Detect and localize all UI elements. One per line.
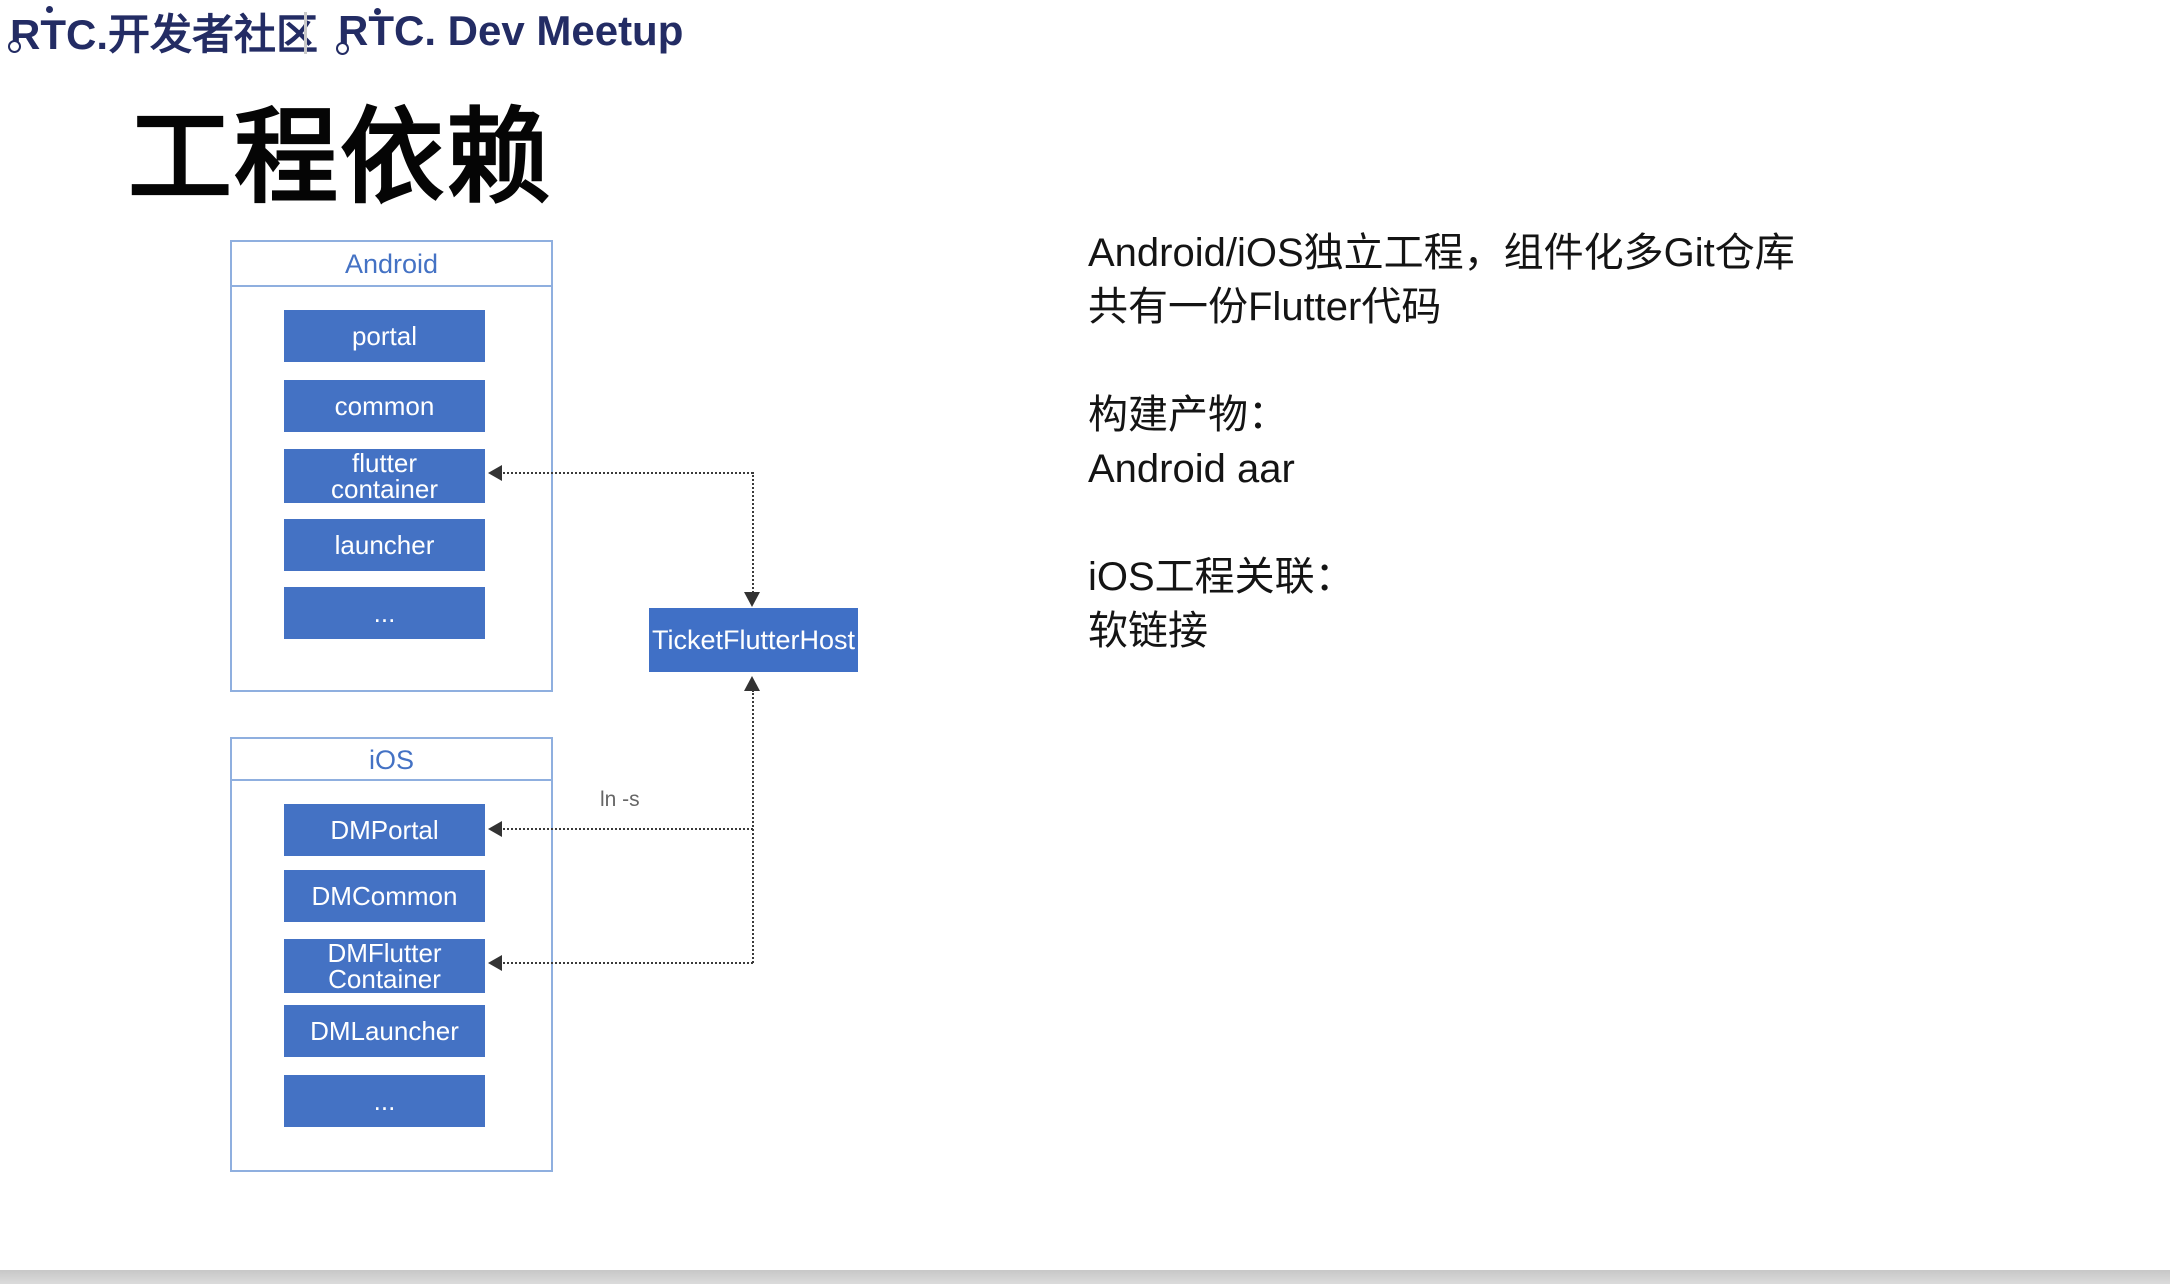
connector-host-to-flutter-container [496, 472, 753, 474]
android-module-portal: portal [284, 310, 485, 362]
android-box-header: Android [232, 242, 551, 287]
rtc-logo-dot-decoration-2 [374, 8, 381, 15]
page-title: 工程依赖 [128, 100, 553, 216]
rtc-logo-ring-decoration-2 [336, 42, 349, 55]
ios-project-box: iOS DMPortal DMCommon DMFlutter Containe… [230, 737, 553, 1172]
ios-module-dmflutter-container: DMFlutter Container [284, 939, 485, 993]
android-project-box: Android portal common flutter container … [230, 240, 553, 692]
ios-module-dmlauncher: DMLauncher [284, 1005, 485, 1057]
arrowhead-into-flutter-container-icon [488, 465, 502, 481]
note-line-blank-2 [1088, 496, 1795, 550]
ios-module-dmcommon: DMCommon [284, 870, 485, 922]
ticketflutterhost-box: TicketFlutterHost [649, 608, 858, 672]
arrowhead-into-dmportal-icon [488, 821, 502, 837]
rtc-dev-meetup-logo: RTC. Dev Meetup [338, 7, 684, 54]
logo-divider [304, 12, 307, 54]
arrowhead-into-host-bottom-icon [744, 676, 760, 691]
notes-text: Android/iOS独立工程，组件化多Git仓库 共有一份Flutter代码 … [1088, 226, 1795, 658]
connector-host-top-vertical [752, 472, 754, 600]
note-line-blank-1 [1088, 334, 1795, 388]
note-line-5: iOS工程关联： [1088, 555, 1355, 599]
bottom-gray-bar [0, 1270, 2170, 1284]
android-module-ellipsis: ... [284, 587, 485, 639]
connector-host-to-dmflutter-container [496, 962, 753, 964]
arrowhead-into-dmflutter-container-icon [488, 955, 502, 971]
connector-host-to-dmportal [496, 828, 753, 830]
note-line-2: 共有一份Flutter代码 [1088, 285, 1442, 329]
arrowhead-into-host-top-icon [744, 592, 760, 607]
ios-module-dmportal: DMPortal [284, 804, 485, 856]
note-line-6: 软链接 [1088, 609, 1208, 653]
rtc-logo-ring-decoration [8, 40, 21, 53]
ios-box-header: iOS [232, 739, 551, 781]
note-line-1: Android/iOS独立工程，组件化多Git仓库 [1088, 231, 1795, 275]
rtc-community-logo: RTC.开发者社区 [10, 10, 318, 58]
android-module-launcher: launcher [284, 519, 485, 571]
connector-host-bottom-vertical [752, 690, 754, 963]
android-module-flutter-container: flutter container [284, 449, 485, 503]
android-module-common: common [284, 380, 485, 432]
ln-s-label: ln -s [600, 788, 640, 811]
note-line-3: 构建产物： [1088, 393, 1288, 437]
note-line-4: Android aar [1088, 447, 1295, 491]
rtc-logo-dot-decoration [46, 6, 53, 13]
ios-module-ellipsis: ... [284, 1075, 485, 1127]
